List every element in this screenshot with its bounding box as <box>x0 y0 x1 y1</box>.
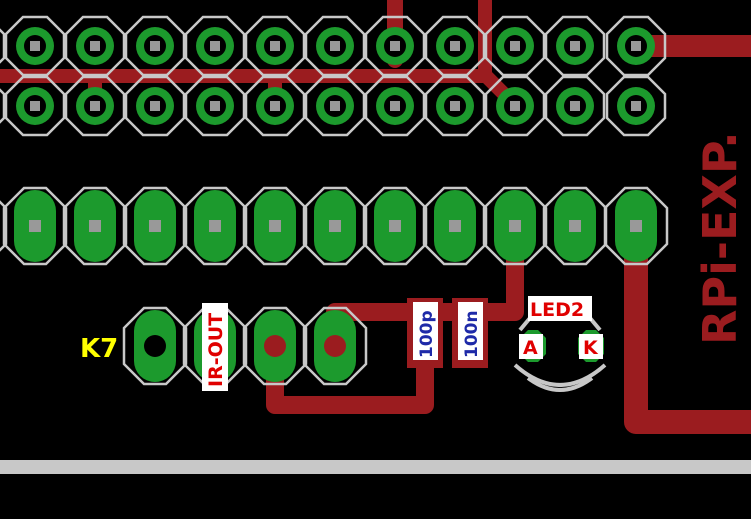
pad-row2-6 <box>304 75 366 137</box>
pad-row3-6 <box>302 186 368 266</box>
led-anode-text: A <box>523 337 538 359</box>
pad-row2-4 <box>184 75 246 137</box>
trace-right-down <box>624 214 751 434</box>
pad-row2-9 <box>484 75 546 137</box>
cap-100p-label: 100p <box>413 302 438 360</box>
pad-row1-7 <box>364 15 426 77</box>
led-anode-label: A <box>519 334 543 359</box>
header-row-3 <box>0 186 669 266</box>
ir-pad-1 <box>122 306 188 386</box>
led-cathode-text: K <box>583 337 599 359</box>
board-edge-strip <box>0 460 751 474</box>
header-row-1 <box>0 15 667 77</box>
pad-row3-4 <box>182 186 248 266</box>
pad-row2-11 <box>605 75 667 137</box>
pad-row1-2 <box>64 15 126 77</box>
pad-row2-7 <box>364 75 426 137</box>
ir-connector-pads <box>122 306 368 386</box>
cap-100n-text: 100n <box>462 310 482 358</box>
pad-row1-5 <box>244 15 306 77</box>
pad-row3-11 <box>603 186 669 266</box>
pad-row1-0 <box>0 28 6 64</box>
pad-row1-4 <box>184 15 246 77</box>
pad-row1-8 <box>424 15 486 77</box>
led-text: LED2 <box>530 299 584 321</box>
pad-row2-8 <box>424 75 486 137</box>
ir-pad-4 <box>302 306 368 386</box>
pad-row3-3 <box>122 186 188 266</box>
header-row-2 <box>0 75 667 137</box>
pad-row3-5 <box>242 186 308 266</box>
pad-row3-8 <box>422 186 488 266</box>
pad-row2-3 <box>124 75 186 137</box>
connector-label: K7 <box>80 334 118 364</box>
ir-pad-3 <box>242 306 308 386</box>
pad-row1-11 <box>605 15 667 77</box>
ir-out-text: IR-OUT <box>205 313 227 387</box>
led-label: LED2 <box>528 296 592 321</box>
pad-row3-7 <box>362 186 428 266</box>
pad-row2-1 <box>4 75 66 137</box>
pad-row2-0 <box>0 88 6 124</box>
pad-row1-6 <box>304 15 366 77</box>
pad-row3-1 <box>2 186 68 266</box>
pad-row2-5 <box>244 75 306 137</box>
pad-row3-10 <box>542 186 608 266</box>
cap-100p-text: 100p <box>417 310 437 358</box>
pad-row1-1 <box>4 15 66 77</box>
pad-row1-10 <box>544 15 606 77</box>
pad-row1-3 <box>124 15 186 77</box>
led-cathode-label: K <box>579 334 603 359</box>
ir-out-label: IR-OUT <box>202 303 228 391</box>
pad-row3-9 <box>482 186 548 266</box>
pad-row2-10 <box>544 75 606 137</box>
board-label: RPi-EXP. <box>693 131 747 345</box>
pad-row2-2 <box>64 75 126 137</box>
pad-row3-2 <box>62 186 128 266</box>
cap-100n-label: 100n <box>458 302 483 360</box>
pad-row1-9 <box>484 15 546 77</box>
